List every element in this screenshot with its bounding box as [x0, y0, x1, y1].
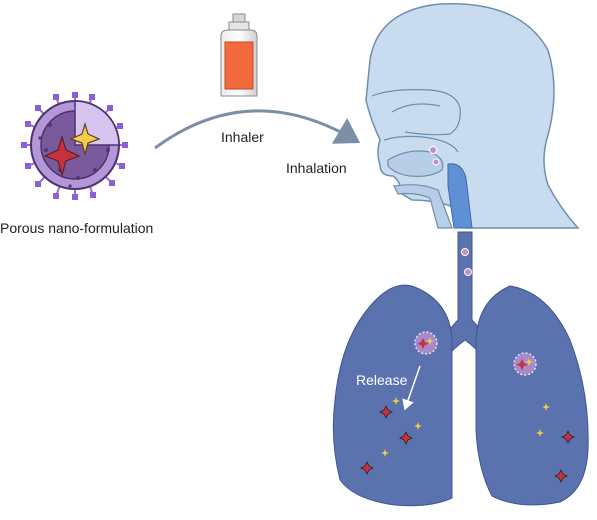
yellow-star-drug: [414, 422, 422, 430]
particle-spike-tips: [21, 92, 128, 200]
yellow-star-drug: [392, 397, 400, 405]
porous-nanoparticle: [21, 92, 128, 200]
particle-in-trachea-1: [461, 248, 469, 256]
release-arrow: [402, 365, 421, 411]
right-lung: [475, 285, 589, 506]
left-lung: [332, 284, 453, 507]
inhaler-icon: [220, 13, 258, 97]
particle-in-throat: [432, 158, 440, 166]
released-stars: [360, 397, 575, 483]
inhalation-arrow: [154, 109, 361, 150]
head-cross-section: [365, 2, 580, 229]
lung-particle-right: [513, 352, 537, 376]
red-star-drug: [399, 431, 413, 445]
yellow-star-drug: [69, 121, 101, 157]
inhalation-label: Inhalation: [286, 160, 347, 176]
red-star-drug: [561, 430, 575, 444]
red-star-drug: [43, 134, 81, 178]
lung-particle-left: [414, 331, 438, 355]
particle-in-nose: [429, 146, 437, 154]
red-star-drug: [379, 405, 393, 419]
yellow-star-drug: [381, 449, 389, 457]
yellow-star-drug: [536, 429, 544, 437]
red-star-drug: [360, 461, 374, 475]
particle-label: Porous nano-formulation: [0, 220, 154, 236]
release-label: Release: [356, 372, 408, 388]
inhaler-label: Inhaler: [221, 129, 264, 145]
particle-in-trachea-2: [464, 268, 472, 276]
red-star-drug: [554, 469, 568, 483]
yellow-star-drug: [542, 403, 550, 411]
